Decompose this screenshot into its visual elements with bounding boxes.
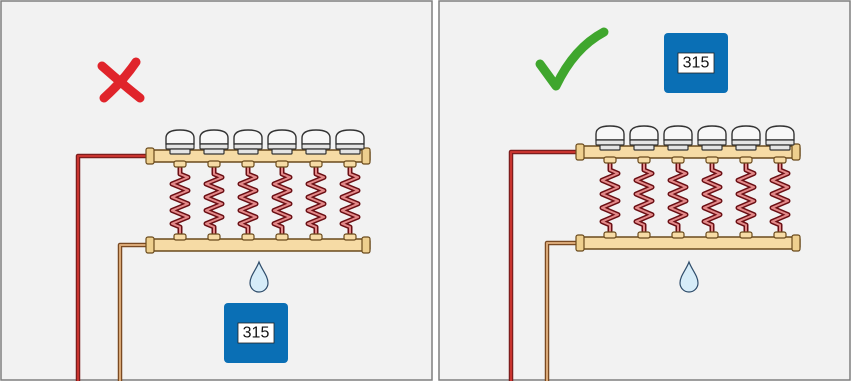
heating-loop-highlight [771,163,789,232]
manifold-top-outlet [343,160,357,168]
manifold-bottom-inlet-fitting [575,234,585,252]
manifold-top-outlet [773,156,787,164]
heating-loop-highlight [205,167,223,234]
heating-loop-highlight [273,167,291,234]
badge-label-box [237,322,275,344]
return-pipe-highlight [119,244,150,381]
manifold-top-inlet-fitting [575,143,585,161]
manifold-bottom-outlet [739,231,753,239]
heating-loop-highlight [239,167,257,234]
manifold-bottom-outlet [173,233,187,241]
manifold-top-outlet [705,156,719,164]
panel-correct: 315 [438,0,851,381]
manifold-bottom-bar [579,236,801,250]
manifold-top-outlet [173,160,187,168]
manifold-bottom-outlet [773,231,787,239]
manifold-top-outlet [671,156,685,164]
manifold-bottom-bar [149,238,371,252]
red-x-icon [97,57,145,103]
manifold-bottom-outlet [207,233,221,241]
actuator-icon [199,129,229,155]
manifold-bottom-inlet-fitting [145,236,155,254]
green-check-stroke [535,27,609,91]
panel-incorrect: 315 [0,0,433,381]
manifold-top-outlet [241,160,255,168]
manifold-bottom-outlet [343,233,357,241]
actuator-icon [595,125,625,151]
supply-pipe-highlight [510,151,580,381]
red-x-stroke-2 [99,57,141,103]
heating-loop-highlight [341,167,359,234]
manifold-top-inlet-fitting [145,147,155,165]
badge: 315 [224,303,288,363]
heating-loop-highlight [737,163,755,232]
manifold-bottom-outlet [705,231,719,239]
return-pipe-highlight [546,242,580,381]
badge-label: 315 [683,55,710,72]
actuator-icon [731,125,761,151]
manifold-top-outlet [207,160,221,168]
manifold-bottom-outlet [603,231,617,239]
heating-loop-highlight [307,167,325,234]
water-drop-icon [679,260,699,293]
actuator-icon [165,129,195,155]
actuator-icon [697,125,727,151]
manifold-top-outlet [275,160,289,168]
heating-loop-highlight [669,163,687,232]
heating-loop-highlight [601,163,619,232]
badge-label: 315 [243,325,270,342]
manifold-top-end-cap [791,143,801,161]
manifold-bottom-outlet [309,233,323,241]
manifold-bottom-outlet [241,233,255,241]
actuator-icon [335,129,365,155]
water-drop-icon [249,260,269,293]
manifold-bottom-outlet [275,233,289,241]
heating-loop-highlight [703,163,721,232]
badge-label-box [677,52,715,74]
manifold-top-outlet [637,156,651,164]
actuator-icon [267,129,297,155]
heating-loop-highlight [171,167,189,234]
manifold-top-outlet [739,156,753,164]
manifold-bottom-end-cap [361,236,371,254]
actuator-icon [233,129,263,155]
heating-loop-highlight [635,163,653,232]
green-check-icon [535,27,609,91]
actuator-icon [663,125,693,151]
manifold-top-outlet [309,160,323,168]
manifold-bottom-outlet [671,231,685,239]
actuator-icon [629,125,659,151]
manifold-bottom-outlet [637,231,651,239]
supply-pipe-highlight [77,155,150,381]
actuator-icon [765,125,795,151]
manifold-top-outlet [603,156,617,164]
actuator-icon [301,129,331,155]
manifold-top-end-cap [361,147,371,165]
badge: 315 [664,33,728,93]
manifold-bottom-end-cap [791,234,801,252]
